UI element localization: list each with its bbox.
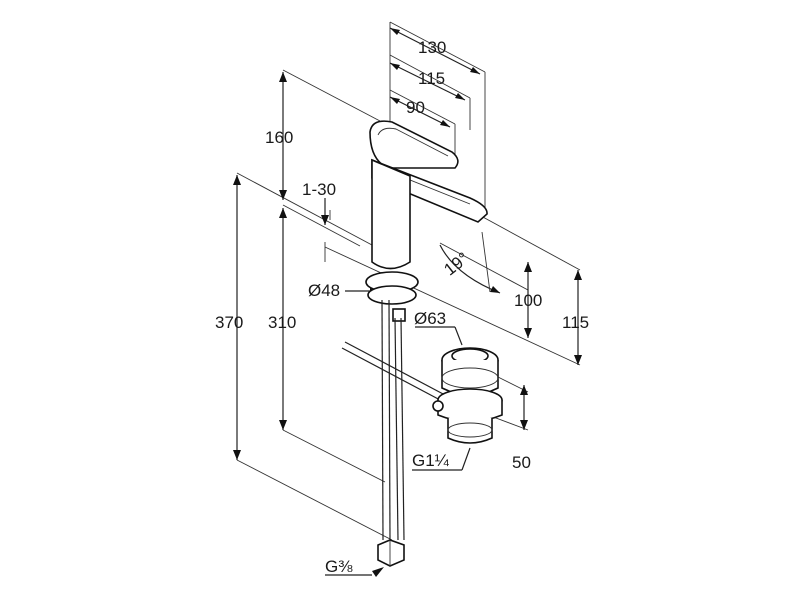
thread-label-g38: G⅜ [325,557,353,576]
dim-label-90: 90 [406,98,425,117]
faucet-body [365,120,488,322]
dim-label-100: 100 [514,291,542,310]
dim-label-130: 130 [418,38,446,57]
dimension-labels: 130 115 90 160 1-30 370 310 Ø48 Ø63 19° … [215,38,589,576]
dim-label-diameter-48: Ø48 [308,281,340,300]
dim-label-1-30: 1-30 [302,180,336,199]
dimension-lines [233,27,582,577]
extension-lines [236,21,581,541]
supply-hoses [341,299,446,567]
dim-label-50: 50 [512,453,531,472]
dim-label-160: 160 [265,128,293,147]
drain-valve [432,347,503,444]
dim-label-diameter-63: Ø63 [414,309,446,328]
dim-label-370: 370 [215,313,243,332]
dim-label-310: 310 [268,313,296,332]
dim-label-115-top: 115 [418,69,445,88]
thread-label-g114: G1¼ [412,451,450,470]
dim-label-115-right: 115 [562,313,589,332]
